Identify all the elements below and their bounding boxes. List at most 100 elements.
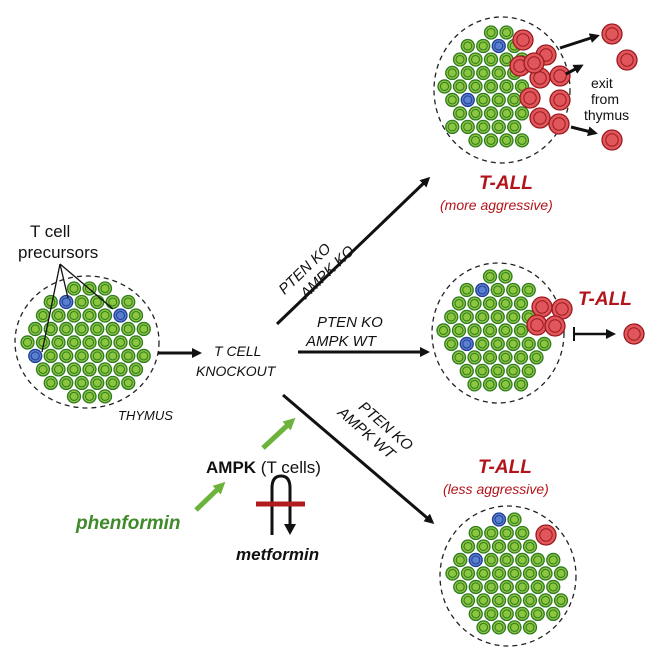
thymus-bottom-cell-nucleus — [548, 555, 558, 565]
thymus-left-cell — [43, 348, 58, 364]
exit-arrow-3 — [570, 125, 598, 137]
thymus-left-cell-nucleus — [123, 351, 133, 361]
thymus-left-cell — [90, 321, 105, 337]
thymus-bottom-cell-nucleus — [486, 555, 496, 565]
escaped-leukemic-cell-nucleus — [627, 327, 641, 341]
thymus-left-cell — [90, 348, 105, 364]
thymus-middle-cell — [459, 363, 474, 379]
thymus-bottom-cell — [515, 525, 530, 541]
thymus-bottom-cell-nucleus — [533, 555, 543, 565]
thymus-top-cell-nucleus — [509, 122, 519, 132]
thymus-middle-cell — [475, 309, 490, 325]
thymus-bottom-cell-nucleus — [525, 541, 535, 551]
thymus-bottom-cell — [507, 566, 522, 581]
thymus-left-cell — [105, 294, 120, 310]
thymus-left-cell — [128, 335, 144, 350]
thymus-bottom-cell-nucleus — [478, 568, 489, 578]
thymus-bottom-cell — [468, 552, 483, 568]
thymus-bottom-cell-nucleus — [494, 595, 504, 605]
arrow-upper-branch — [275, 176, 431, 326]
leukemic-cell-nucleus — [552, 117, 566, 131]
thymus-left-cell-nucleus — [61, 378, 71, 388]
thymus-bottom-cell — [491, 620, 507, 635]
thymus-middle-cell-nucleus — [462, 339, 472, 349]
thymus-top-cell — [460, 65, 475, 81]
thymus-left-cell-nucleus — [38, 364, 48, 374]
thymus-left-cell — [113, 362, 128, 377]
thymus-bottom-cell — [522, 539, 538, 554]
thymus-middle-cell-nucleus — [446, 339, 456, 349]
thymus-left-cell-nucleus — [38, 310, 48, 321]
thymus-top-cell-nucleus — [517, 81, 527, 91]
thymus-top-cell — [491, 119, 506, 135]
thymus-left-cell-nucleus — [84, 283, 95, 294]
thymus-bottom-cell-nucleus — [509, 595, 520, 605]
thymus-bottom-cell — [546, 552, 561, 568]
thymus-bottom-cell-nucleus — [502, 528, 512, 538]
thymus-left-cell-nucleus — [92, 297, 102, 307]
thymus-middle-cell — [482, 350, 498, 365]
leukemic-cell-nucleus — [553, 69, 567, 83]
thymus-top-cell — [507, 92, 522, 108]
leukemic-cell-nucleus — [530, 318, 544, 332]
thymus-middle-cell-nucleus — [462, 312, 472, 322]
leukemic-cell — [548, 113, 570, 135]
thymus-bottom-cell — [491, 539, 507, 554]
thymus-bottom-cell-nucleus — [509, 568, 520, 578]
thymus-top-cell-nucleus — [447, 95, 457, 105]
thymus-bottom-cell — [491, 512, 507, 527]
thymus-left-cell — [113, 308, 128, 323]
thymus-middle-cell — [521, 336, 536, 352]
thymus-left-cell-nucleus — [69, 337, 79, 347]
tall-middle-label: T-ALL — [578, 289, 632, 310]
thymus-middle-cell-nucleus — [485, 352, 495, 362]
thymus-left-cell — [66, 389, 82, 404]
thymus-middle-cell-nucleus — [446, 312, 456, 322]
thymus-top-outline — [433, 16, 571, 164]
thymus-bottom-cell — [546, 606, 561, 622]
thymus-bottom-cell — [468, 525, 483, 541]
thymus-top-cell-nucleus — [455, 81, 465, 91]
thymus-middle-cell — [451, 323, 467, 338]
thymus-middle-cell-nucleus — [508, 312, 518, 322]
thymus-left-cell-nucleus — [100, 364, 110, 374]
thymus-top-cell — [514, 133, 530, 148]
thymus-bottom-cell-nucleus — [509, 514, 520, 525]
thymus-middle-cell — [482, 269, 498, 284]
thymus-top-cell-nucleus — [470, 54, 481, 65]
thymus-middle-cell-nucleus — [485, 379, 495, 389]
thymus-top-cell — [499, 79, 514, 94]
thymus-middle-cell — [506, 336, 521, 352]
thymus-bottom-cell-nucleus — [540, 568, 551, 578]
thymus-top-cell — [452, 79, 468, 94]
thymus-middle-cell-nucleus — [539, 339, 549, 349]
thymus-middle-cell-nucleus — [454, 352, 464, 362]
thymus-middle-cell-nucleus — [454, 325, 464, 335]
thymus-left-cell-nucleus — [77, 378, 87, 388]
leukemic-cell — [549, 65, 571, 87]
thymus-middle-cell-nucleus — [524, 366, 534, 376]
thymus-bottom-cell — [476, 539, 491, 554]
thymus-left-cell-nucleus — [84, 364, 95, 374]
thymus-left-cell — [121, 375, 136, 391]
thymus-bottom-cell — [468, 606, 483, 622]
thymus-left-cell — [66, 335, 82, 350]
thymus-top-cell-nucleus — [517, 135, 527, 145]
thymus-left-cell — [97, 362, 113, 377]
thymus-top-cell-nucleus — [517, 108, 527, 118]
thymus-bottom-cell-nucleus — [517, 555, 527, 565]
thymus-left-cell — [82, 308, 97, 323]
thymus-top-cell — [468, 52, 483, 67]
thymus-middle-cell — [521, 363, 536, 379]
thymus-middle-cell-nucleus — [500, 379, 511, 389]
thymus-left-cell-nucleus — [77, 324, 87, 334]
thymus-bottom-cell-nucleus — [447, 568, 458, 578]
thymus-top-cell — [507, 119, 522, 135]
thymus-top-cell — [437, 79, 452, 94]
thymus-bottom-cell-nucleus — [509, 622, 520, 632]
thymus-bottom-cell — [507, 593, 522, 608]
thymus-bottom-cell-nucleus — [540, 595, 551, 605]
thymus-middle-cell-nucleus — [485, 271, 495, 282]
leukemic-cell — [535, 524, 557, 546]
thymus-top-cell — [460, 92, 475, 108]
